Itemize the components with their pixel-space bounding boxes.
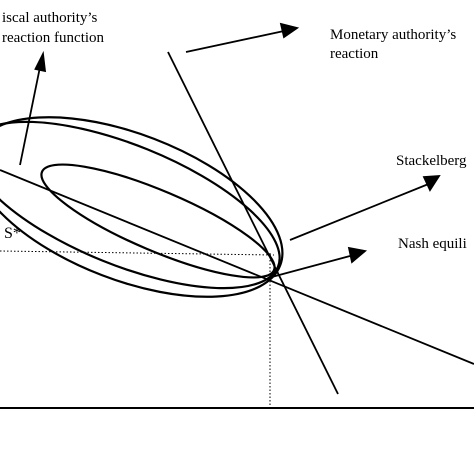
- arrowhead-icon: [34, 50, 47, 73]
- nash-equilibrium-label: Nash equili: [398, 236, 467, 252]
- horizontal-guide-line: [0, 250, 275, 256]
- middle-indifference-curve: [0, 120, 281, 290]
- stackelberg-label-arrow: [289, 174, 441, 241]
- inner-indifference-curve: [40, 163, 276, 279]
- arrowhead-icon: [279, 22, 300, 39]
- monetary-label-arrow: [185, 22, 300, 53]
- fiscal-label-line1: iscal authority’s: [2, 10, 98, 26]
- stackelberg-label: Stackelberg: [396, 153, 467, 169]
- nash-label-arrow: [267, 246, 368, 279]
- monetary-reaction-function-line: [167, 51, 339, 395]
- monetary-label-line2: reaction: [330, 46, 379, 62]
- fiscal-reaction-function-line: [0, 169, 474, 365]
- arrowhead-icon: [347, 246, 368, 264]
- annotation-arrows: [19, 22, 441, 279]
- arrowhead-icon: [422, 174, 441, 192]
- s-star-label: S*: [4, 225, 21, 242]
- indifference-curves: [0, 116, 284, 298]
- outer-indifference-curve: [0, 116, 284, 298]
- fiscal-label-arrow: [19, 50, 47, 166]
- fiscal-label-line2: reaction function: [2, 30, 105, 46]
- monetary-label-line1: Monetary authority’s: [330, 27, 456, 43]
- guide-lines: [0, 250, 275, 408]
